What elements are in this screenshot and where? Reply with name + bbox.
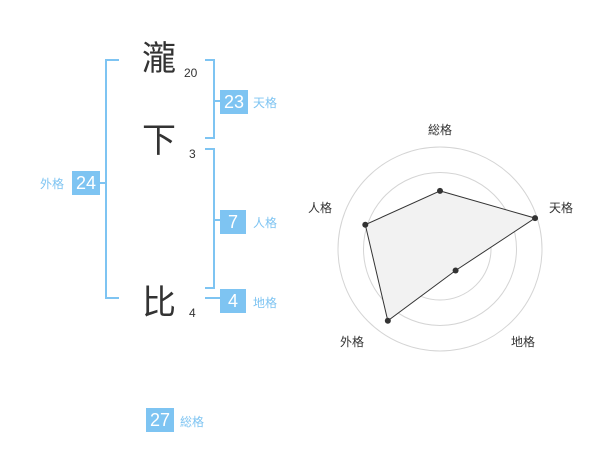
radar-ring [363, 172, 517, 326]
name-char-1: 瀧 [142, 39, 176, 79]
jinkaku-label: 人格 [253, 216, 278, 230]
tenkaku-label: 天格 [253, 96, 278, 110]
chikaku-label: 地格 [253, 296, 278, 310]
tenkaku-value-badge: 23 [220, 90, 248, 114]
radar-ring [337, 146, 543, 352]
gaikaku-value-badge: 24 [72, 171, 100, 195]
radar-axis-label-jinkaku: 人格 [308, 201, 333, 215]
radar-area [364, 190, 537, 322]
radar-point-1 [437, 187, 443, 194]
jinkaku-value-badge: 7 [220, 210, 246, 234]
radar-axis-label-chikaku: 地格 [511, 335, 536, 349]
name-char-3-strokes: 4 [189, 306, 196, 320]
name-char-2: 下 [142, 121, 176, 161]
soukaku-value-badge: 27 [146, 408, 174, 432]
radar-point-2 [532, 215, 539, 222]
chikaku-value-badge: 4 [220, 289, 246, 313]
soukaku-label: 総格 [180, 415, 205, 429]
name-char-1-strokes: 20 [184, 66, 198, 80]
radar-axis-label-tenkaku: 天格 [549, 201, 574, 215]
radar-axis-label-gaikaku: 外格 [340, 335, 365, 349]
name-char-3: 比 [142, 283, 176, 323]
radar-point-3 [452, 267, 459, 274]
gaikaku-label: 外格 [40, 177, 65, 191]
radar-point-4 [384, 317, 391, 324]
radar-axis-label-soukaku: 総格 [428, 123, 453, 137]
radar-point-5 [362, 221, 369, 228]
name-char-2-strokes: 3 [189, 147, 196, 161]
